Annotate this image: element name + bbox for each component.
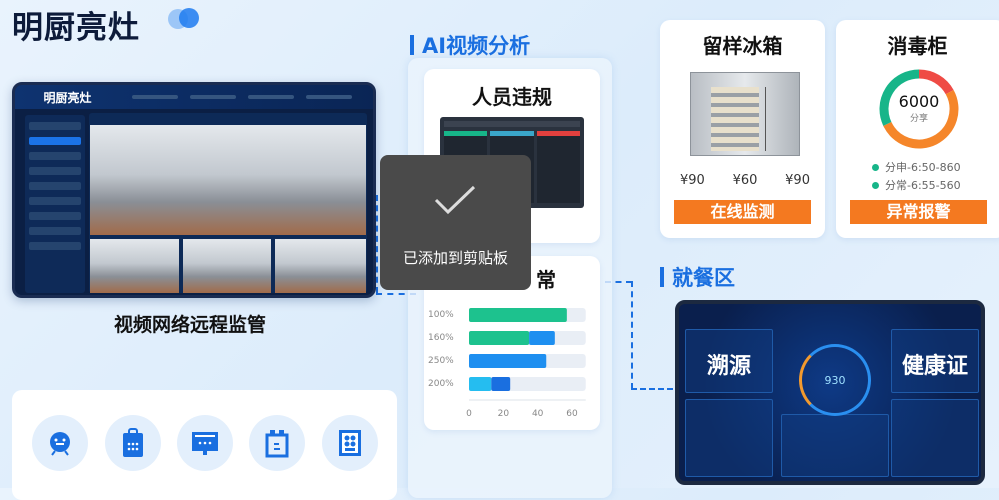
bar-segment (469, 354, 547, 368)
display-icon[interactable] (177, 415, 233, 471)
check-icon (434, 185, 476, 215)
connector-line (631, 388, 673, 390)
bar-segment (469, 308, 567, 322)
fridge-price: ¥60 (732, 173, 758, 188)
legend-text: 分常-6:55-560 (885, 179, 961, 192)
monitor-sidebar (25, 115, 85, 293)
connector-line (605, 281, 632, 283)
donut-value: 6000 (898, 92, 940, 111)
connector-line (376, 195, 378, 293)
fridge-image (690, 72, 800, 156)
donut-segment (918, 69, 954, 95)
x-tick-label: 40 (532, 409, 544, 419)
legend-dot-icon (872, 163, 879, 171)
sterilizer-card[interactable]: 消毒柜 6000 分享 分申-6:50-860 分常-6:55-560 异常报警 (836, 20, 999, 238)
connector-line (376, 293, 416, 295)
bar-segment (469, 377, 492, 391)
connector-line (631, 281, 633, 389)
center-gauge-value: 930 (824, 373, 846, 387)
legend-item: 分申-6:50-860 (872, 159, 961, 175)
sterilizer-donut-chart (879, 69, 959, 149)
section-heading-ai: AI视频分析 (410, 30, 530, 60)
category-label: 100% (428, 310, 454, 320)
monitor-caption: 视频网络远程监管 (113, 314, 266, 336)
dining-dashboard-image: 溯源 健康证 930 (675, 300, 985, 485)
fridge-card[interactable]: 留样冰箱 ¥90 ¥60 ¥90 在线监测 (660, 20, 825, 238)
feature-icons-card (12, 390, 397, 500)
cabinet-icon[interactable] (249, 415, 305, 471)
donut-segment (879, 69, 920, 126)
camera-feed (183, 239, 271, 293)
column-chart-panel (781, 414, 889, 477)
legend-dot-icon (872, 181, 879, 189)
camera-feed-main (90, 125, 366, 235)
abnormal-bar-chart: 100% 160% 250% 200% 0 20 40 60 (428, 308, 586, 419)
category-label: 160% (428, 333, 454, 343)
robot-icon[interactable] (32, 415, 88, 471)
logo-dots-icon (168, 8, 202, 30)
bar-segment (529, 331, 555, 345)
bar-segment (491, 377, 511, 391)
violation-card-title: 人员违规 (472, 85, 552, 109)
page-title: 明厨亮灶 (12, 10, 140, 46)
donut-unit: 分享 (909, 114, 928, 124)
health-cert-panel: 健康证 (891, 329, 979, 393)
fridge-price: ¥90 (785, 173, 810, 188)
line-chart-panel (891, 399, 979, 477)
donut-segment (883, 89, 959, 149)
camera-grid (89, 113, 367, 293)
monitor-brand: 明厨亮灶 (43, 90, 92, 105)
x-tick-label: 0 (466, 409, 472, 419)
abnormal-card[interactable]: 常 100% 160% 250% 200% 0 20 40 60 (424, 256, 600, 430)
trace-label: 溯源 (706, 354, 751, 379)
tablet-keypad-icon[interactable] (105, 415, 161, 471)
bars-panel (685, 399, 773, 477)
camera-feed (275, 239, 366, 293)
abnormal-alarm-button[interactable]: 异常报警 (850, 200, 987, 224)
legend-item: 分常-6:55-560 (872, 177, 961, 193)
health-cert-label: 健康证 (901, 354, 968, 379)
camera-feed (90, 239, 179, 293)
toast-text: 已添加到剪贴板 (402, 249, 508, 267)
bar-segment (469, 331, 530, 345)
fridge-title: 留样冰箱 (702, 34, 783, 58)
section-heading-dining: 就餐区 (660, 262, 735, 292)
x-tick-label: 60 (566, 409, 578, 419)
legend-text: 分申-6:50-860 (885, 161, 961, 174)
menu-board-icon[interactable] (322, 415, 378, 471)
clipboard-toast: 已添加到剪贴板 (380, 155, 531, 290)
abnormal-card-title: 常 (536, 268, 556, 292)
category-label: 250% (428, 356, 454, 366)
trace-panel: 溯源 (685, 329, 773, 393)
center-gauge: 930 (799, 344, 871, 416)
video-monitor-screenshot: 明厨亮灶 (12, 82, 376, 298)
fridge-price: ¥90 (680, 173, 705, 188)
online-monitor-button[interactable]: 在线监测 (674, 200, 811, 224)
category-label: 200% (428, 379, 454, 389)
sterilizer-title: 消毒柜 (887, 34, 948, 58)
x-tick-label: 20 (498, 409, 510, 419)
